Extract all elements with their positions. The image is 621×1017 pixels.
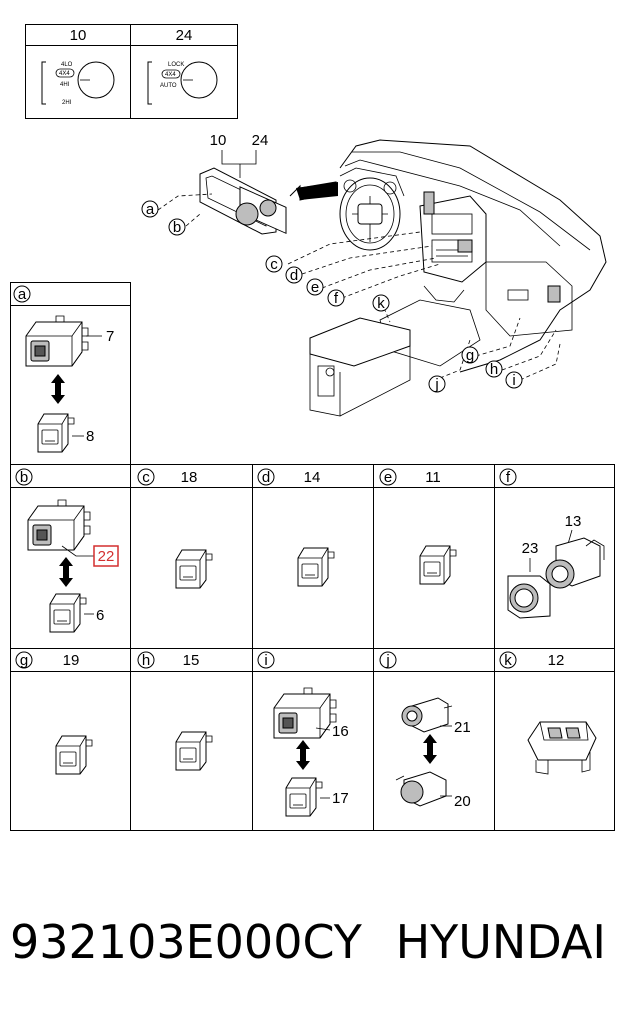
svg-text:g: g <box>466 347 474 364</box>
svg-text:j: j <box>434 376 438 393</box>
knob-label-auto: AUTO <box>160 83 177 89</box>
cell-k-number: 12 <box>548 652 565 669</box>
knob-label-4hi: 4HI <box>60 82 70 88</box>
cell-f: f 13 23 <box>499 468 605 619</box>
knob-label-2hi: 2HI <box>62 100 72 106</box>
part-23: 23 <box>522 540 539 557</box>
cell-i-letter: i <box>264 652 267 669</box>
cell-h: h 15 <box>137 651 213 771</box>
part-21: 21 <box>454 719 471 736</box>
bezel-knob-icon <box>235 202 259 226</box>
knob-label-4x4-right: 4X4 <box>165 72 176 78</box>
svg-text:e: e <box>311 279 319 296</box>
cell-a-letter: a <box>18 286 27 303</box>
cigar-lighter-icon <box>400 780 424 804</box>
part-number-10: 10 <box>210 132 227 149</box>
callout-b: b <box>168 218 186 236</box>
cell-f-letter: f <box>506 469 511 486</box>
part-20: 20 <box>454 793 471 810</box>
row-3-grid <box>10 648 615 831</box>
callout-a: a <box>141 200 159 218</box>
knob-label-4x4: 4X4 <box>59 71 70 77</box>
cell-d-number: 14 <box>304 469 321 486</box>
cell-d: d 14 <box>257 468 335 587</box>
part-7: 7 <box>106 328 114 345</box>
part-number-24: 24 <box>252 132 269 149</box>
cell-c-letter: c <box>142 469 150 486</box>
cell-a: a 7 8 <box>10 282 131 465</box>
part-17: 17 <box>332 790 349 807</box>
top-left-header: 10 <box>70 27 87 44</box>
cell-b: b 22 6 <box>15 468 119 633</box>
cell-g: g 19 <box>15 651 93 775</box>
cell-k-letter: k <box>504 652 512 669</box>
cell-d-letter: d <box>262 469 270 486</box>
cell-h-number: 15 <box>183 652 200 669</box>
part-16: 16 <box>332 723 349 740</box>
footer-brand: HYUNDAI <box>396 915 606 969</box>
cell-e-letter: e <box>384 469 392 486</box>
cell-j-letter: j <box>385 652 389 669</box>
cell-b-letter: b <box>20 469 28 486</box>
callout-e: e <box>306 278 324 296</box>
dashboard-illustration: 10 24 <box>141 132 607 417</box>
cell-c-number: 18 <box>181 469 198 486</box>
svg-text:h: h <box>490 361 498 378</box>
knob-label-4lo: 4LO <box>61 62 73 68</box>
knob-label-lock: LOCK <box>168 62 184 68</box>
svg-text:i: i <box>512 372 515 389</box>
console-tray-icon <box>527 721 597 761</box>
top-variant-panel: 10 24 4LO 4X4 4HI 2HI LOCK 4X4 AUTO <box>25 24 238 119</box>
callout-j: j <box>428 375 446 393</box>
svg-text:d: d <box>290 267 298 284</box>
cell-e: e 11 <box>379 468 457 585</box>
part-8: 8 <box>86 428 94 445</box>
cell-k: k 12 <box>499 651 597 775</box>
callout-f: f <box>327 289 345 307</box>
lock-knob-icon <box>180 61 218 99</box>
cell-g-letter: g <box>20 652 28 669</box>
callout-k: k <box>372 294 390 312</box>
part-22: 22 <box>98 548 115 565</box>
top-right-header: 24 <box>176 27 193 44</box>
callout-d: d <box>285 266 303 284</box>
callout-g: g <box>461 346 479 364</box>
cell-g-number: 19 <box>63 652 80 669</box>
part-6: 6 <box>96 607 104 624</box>
highlight-part-22 <box>93 545 119 567</box>
cell-h-letter: h <box>142 652 150 669</box>
footer-part-code: 932103E000CY <box>10 915 363 969</box>
part-13: 13 <box>565 513 582 530</box>
callout-i: i <box>505 371 523 389</box>
cell-c: c 18 <box>137 468 213 589</box>
svg-text:b: b <box>173 219 181 236</box>
cell-e-number: 11 <box>425 469 441 486</box>
cell-i: i 16 17 <box>257 651 349 817</box>
svg-text:k: k <box>377 295 385 312</box>
callout-c: c <box>265 255 283 273</box>
callout-h: h <box>485 360 503 378</box>
svg-text:c: c <box>270 256 278 273</box>
transfer-knob-icon <box>77 61 115 99</box>
cell-j: j 21 20 <box>379 651 471 810</box>
svg-text:a: a <box>146 201 155 218</box>
svg-text:f: f <box>334 290 339 307</box>
